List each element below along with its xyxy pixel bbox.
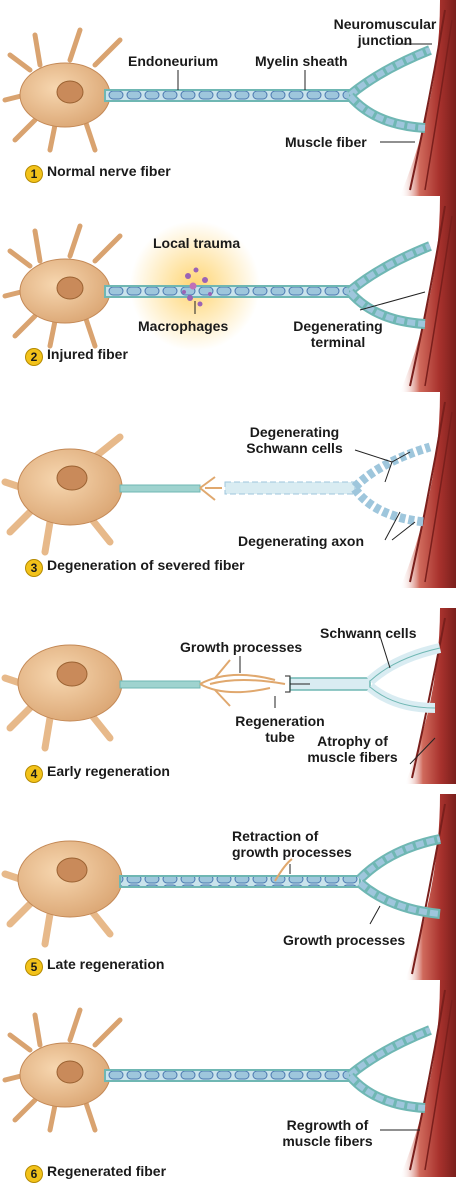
regrowth-line2: muscle fibers (270, 1133, 385, 1149)
neuromuscular-junction-line2: junction (325, 32, 445, 48)
endoneurium-label: Endoneurium (128, 53, 218, 69)
retraction-line1: Retraction of (232, 828, 372, 844)
regeneration-tube-line1: Regeneration (225, 713, 335, 729)
neuromuscular-junction-line1: Neuromuscular (325, 16, 445, 32)
muscle-fiber-label: Muscle fiber (285, 134, 367, 150)
myelinated-axon (105, 90, 350, 101)
retraction-line2: growth processes (232, 844, 372, 860)
atrophy-line2: muscle fibers (295, 749, 410, 765)
panel-degeneration: Degenerating Schwann cells Degenerating … (0, 392, 456, 588)
step-badge-4: 4 (25, 765, 43, 783)
step-badge-3: 3 (25, 559, 43, 577)
panel-early-regeneration: Growth processes Schwann cells Regenerat… (0, 588, 456, 784)
degenerating-terminal-line1: Degenerating (278, 318, 398, 334)
neuron-cell-body (5, 1010, 120, 1130)
panel-2-caption-text: Injured fiber (47, 346, 128, 362)
neuron-cell-body (5, 841, 122, 944)
macrophages-label: Macrophages (138, 318, 228, 334)
growth-processes-label-2: Growth processes (283, 932, 405, 948)
degenerating-terminal-label: Degenerating terminal (278, 318, 398, 350)
neuron-cell-body (5, 645, 122, 748)
regrowth-line1: Regrowth of (270, 1117, 385, 1133)
neuromuscular-junction-label: Neuromuscular junction (325, 16, 445, 48)
atrophy-label: Atrophy of muscle fibers (295, 733, 410, 765)
regrowth-label: Regrowth of muscle fibers (270, 1117, 385, 1149)
panel-3-caption-text: Degeneration of severed fiber (47, 557, 245, 573)
schwann-cells-label: Schwann cells (320, 625, 416, 641)
regenerated-fiber-illustration (0, 980, 456, 1177)
degenerating-schwann-line1: Degenerating (232, 424, 357, 440)
degenerating-schwann-line2: Schwann cells (232, 440, 357, 456)
step-badge-1: 1 (25, 165, 43, 183)
panel-late-regeneration: Retraction of growth processes Growth pr… (0, 784, 456, 980)
panel-5-caption-text: Late regeneration (47, 956, 164, 972)
local-trauma-label: Local trauma (153, 235, 240, 251)
neuron-cell-body (5, 226, 120, 346)
step-badge-5: 5 (25, 958, 43, 976)
neuron-cell-body (5, 30, 120, 150)
panel-1-caption-text: Normal nerve fiber (47, 163, 171, 179)
step-badge-2: 2 (25, 348, 43, 366)
degenerating-terminal-line2: terminal (278, 334, 398, 350)
degenerating-axon-label: Degenerating axon (238, 533, 364, 549)
swollen-neuron-cell-body (5, 437, 122, 552)
growth-processes-label: Growth processes (180, 639, 302, 655)
growth-processes (200, 660, 285, 706)
retraction-label: Retraction of growth processes (232, 828, 372, 860)
degenerating-schwann-cells-label: Degenerating Schwann cells (232, 424, 357, 456)
panel-4-caption-text: Early regeneration (47, 763, 170, 779)
panel-normal-nerve-fiber: Endoneurium Myelin sheath Neuromuscular … (0, 0, 456, 196)
late-regeneration-illustration (0, 784, 456, 980)
panel-injured-fiber: Local trauma Macrophages Degenerating te… (0, 196, 456, 392)
atrophy-line1: Atrophy of (295, 733, 410, 749)
step-badge-6: 6 (25, 1165, 43, 1183)
degenerating-schwann-tube (225, 482, 355, 494)
myelin-sheath-label: Myelin sheath (255, 53, 348, 69)
